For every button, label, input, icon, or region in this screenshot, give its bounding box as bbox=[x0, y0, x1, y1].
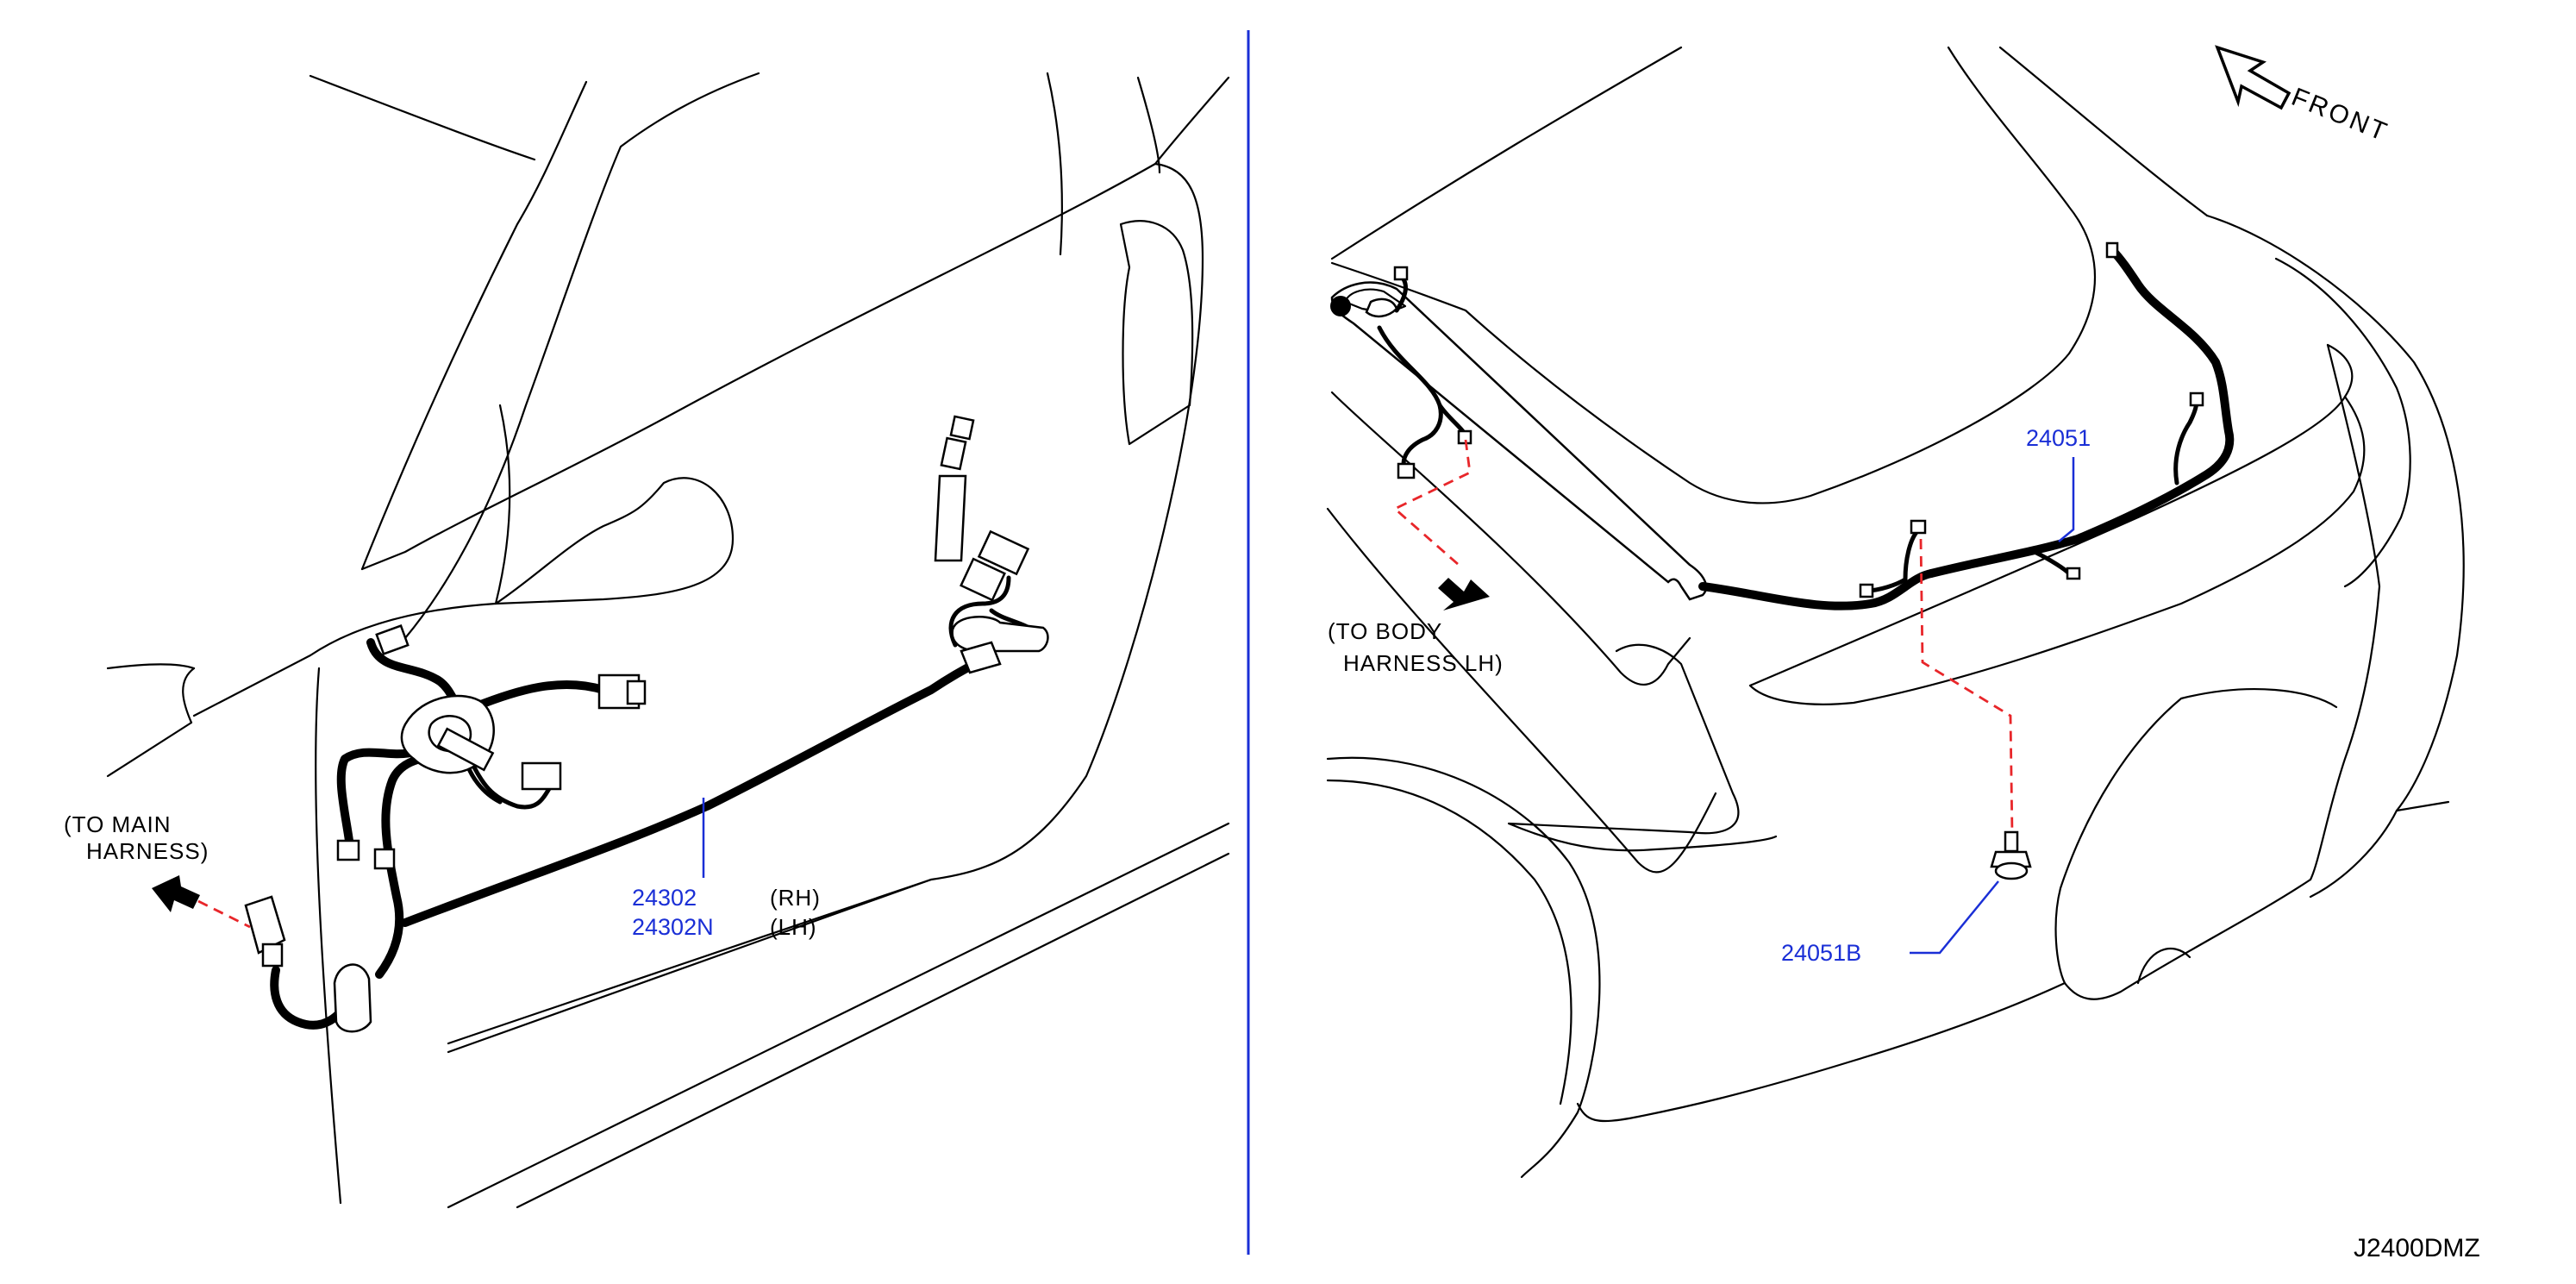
connector-icon bbox=[977, 529, 1030, 576]
connector-icon bbox=[940, 436, 967, 471]
direction-arrow-icon bbox=[1438, 578, 1490, 611]
right-body-outline bbox=[1326, 46, 2465, 1179]
part-number-24302: 24302 bbox=[632, 885, 697, 911]
to-main-harness-label-line2: HARNESS) bbox=[86, 838, 209, 864]
front-arrow-icon bbox=[2215, 45, 2292, 110]
to-main-harness-label-line1: (TO MAIN bbox=[64, 811, 172, 837]
connector-icon bbox=[375, 623, 410, 656]
to-body-harness-label-line2: HARNESS LH) bbox=[1343, 650, 1504, 676]
to-body-harness-label-line1: (TO BODY bbox=[1328, 618, 1442, 644]
part-number-24302n: 24302N bbox=[632, 914, 714, 940]
connection-dash-main bbox=[197, 899, 251, 929]
part-side-lh: (LH) bbox=[770, 914, 817, 940]
left-harness-assembly bbox=[244, 415, 1049, 1033]
right-harness-assembly bbox=[1330, 241, 2235, 611]
front-label: FRONT bbox=[2287, 83, 2392, 147]
connection-dash-body bbox=[1392, 439, 1472, 567]
connector-icon bbox=[336, 839, 360, 861]
connector-icon bbox=[1397, 462, 1416, 479]
leader-24051 bbox=[2058, 457, 2075, 542]
diagram-code: J2400DMZ bbox=[2354, 1234, 2480, 1262]
connector-icon bbox=[2105, 241, 2119, 259]
part-side-rh: (RH) bbox=[770, 885, 821, 911]
part-number-24051: 24051 bbox=[2026, 425, 2091, 451]
connector-icon bbox=[521, 761, 562, 791]
connection-dash-clip bbox=[1919, 538, 2014, 836]
leader-24051b bbox=[1910, 880, 1999, 955]
connector-icon bbox=[244, 895, 286, 955]
left-body-outline bbox=[106, 72, 1230, 1209]
part-number-24051b: 24051B bbox=[1781, 940, 1861, 966]
clip-icon bbox=[1990, 830, 2032, 880]
direction-arrow-icon bbox=[152, 875, 200, 912]
